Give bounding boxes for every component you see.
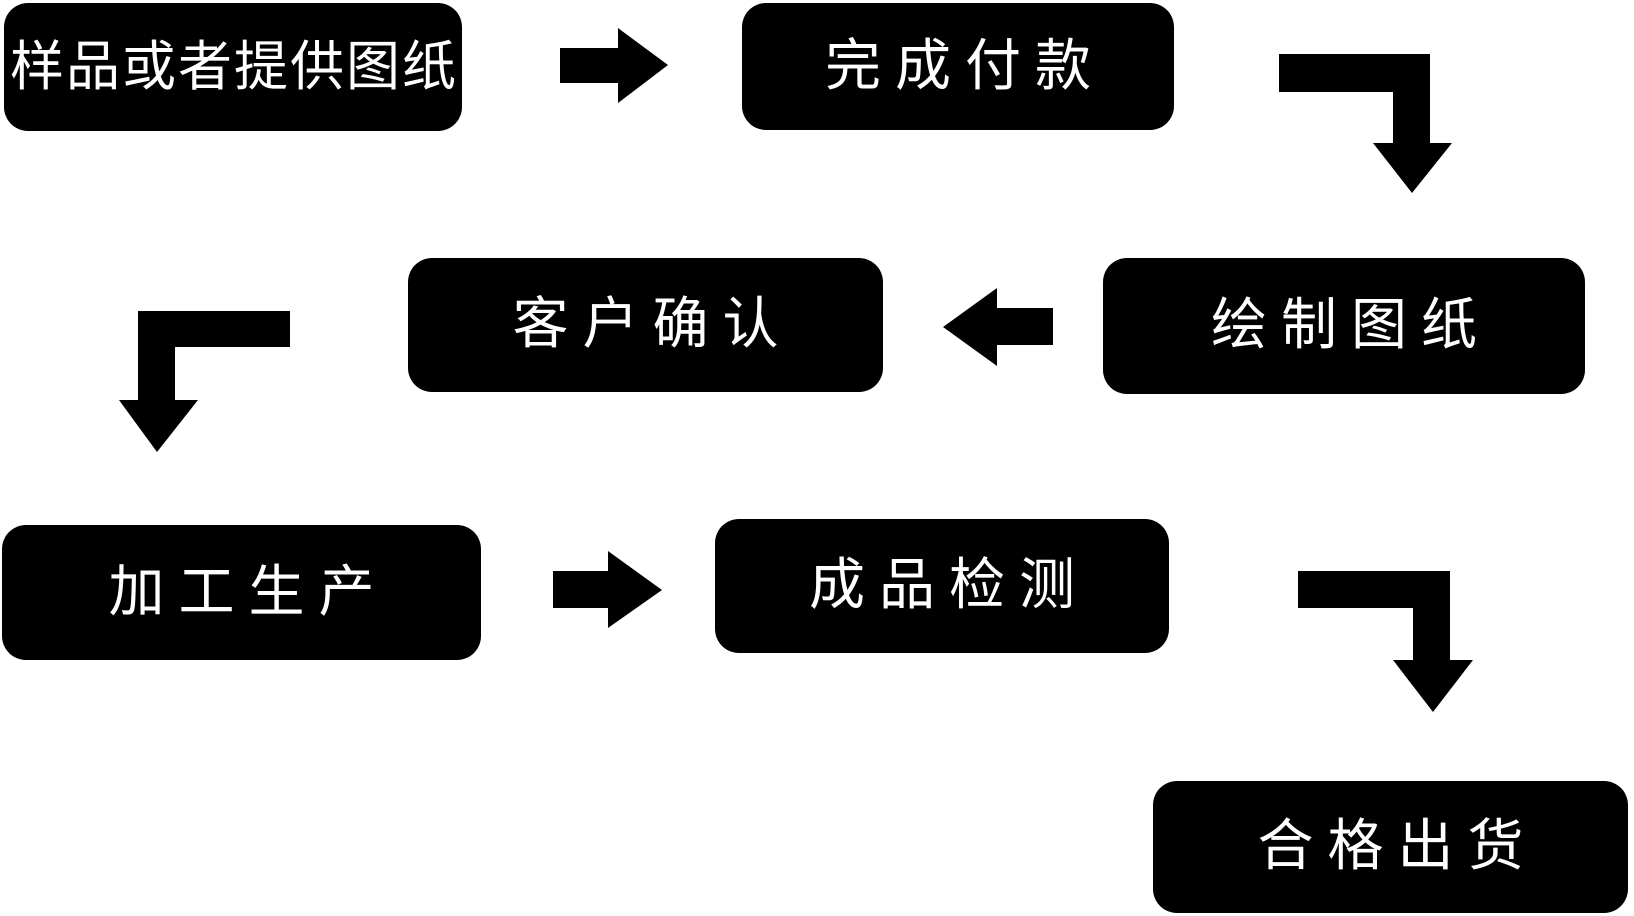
- flow-step-draw-drawings: 绘制图纸: [1103, 258, 1585, 394]
- arrow-elbow-down-icon: [119, 311, 290, 452]
- flow-step-qualified-shipment: 合格出货: [1153, 781, 1628, 913]
- flow-step-complete-payment: 完成付款: [742, 3, 1174, 130]
- arrow-left-icon: [943, 288, 1053, 366]
- arrow-elbow-down-icon: [1279, 54, 1452, 193]
- arrow-right-icon: [553, 551, 662, 628]
- flow-step-finished-product-inspection: 成品检测: [715, 519, 1169, 653]
- flow-step-customer-confirmation: 客户确认: [408, 258, 883, 392]
- flow-step-sample-or-drawing: 样品或者提供图纸: [4, 3, 462, 131]
- flow-step-processing-production: 加工生产: [2, 525, 481, 660]
- arrow-elbow-down-icon: [1298, 571, 1473, 712]
- arrow-right-icon: [560, 28, 668, 103]
